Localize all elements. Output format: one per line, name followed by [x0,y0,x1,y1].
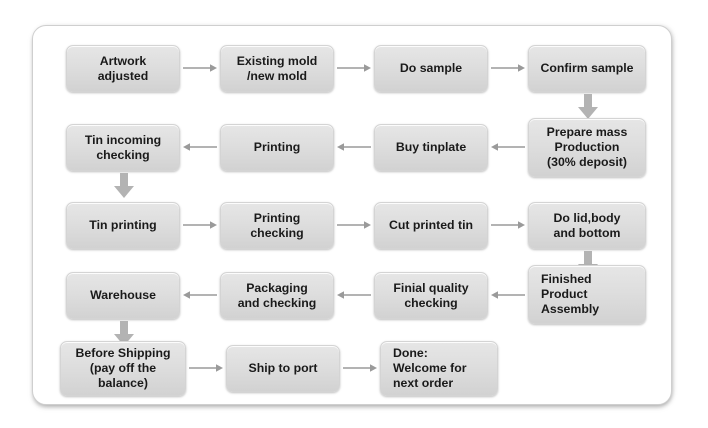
arrow-before-shipping-to-ship-to-port [189,362,223,374]
node-label: Confirm sample [540,61,634,75]
arrow-mold-to-do-sample [337,62,371,74]
node-printing[interactable]: Printing [220,124,334,171]
node-before-shipping[interactable]: Before Shipping (pay off the balance) [60,341,186,396]
node-label: Do lid,body and bottom [553,210,621,240]
node-label: Printing checking [250,210,304,240]
node-label: Printing [253,140,301,154]
node-packaging-and-checking[interactable]: Packaging and checking [220,272,334,319]
arrow-confirm-to-prepare-mass [577,94,599,120]
node-label: Artwork adjusted [97,53,149,83]
arrow-finished-product-to-finial-quality [491,289,525,301]
node-label: Before Shipping (pay off the balance) [75,346,171,390]
node-artwork-adjusted[interactable]: Artwork adjusted [66,45,180,92]
arrow-packaging-to-warehouse [183,289,217,301]
arrow-tin-incoming-to-tin-printing [113,173,135,199]
node-label: Cut printed tin [388,218,473,232]
node-do-sample[interactable]: Do sample [374,45,488,92]
arrow-cut-tin-to-do-lid [491,219,525,231]
node-ship-to-port[interactable]: Ship to port [226,345,340,392]
node-label: Warehouse [90,288,156,302]
arrow-tin-printing-to-printing-checking [183,219,217,231]
node-prepare-mass-production[interactable]: Prepare mass Production (30% deposit) [528,118,646,177]
arrow-prepare-mass-to-buy-tinplate [491,141,525,153]
node-label: Finished Product Assembly [541,272,600,316]
arrow-do-sample-to-confirm [491,62,525,74]
node-confirm-sample[interactable]: Confirm sample [528,45,646,92]
arrow-buy-tinplate-to-printing [337,141,371,153]
arrow-printing-to-tin-incoming [183,141,217,153]
node-label: Packaging and checking [237,280,317,310]
node-label: Buy tinplate [395,140,467,154]
node-label: Finial quality checking [393,280,469,310]
node-label: Do sample [399,61,463,75]
node-finished-product-assembly[interactable]: Finished Product Assembly [528,265,646,324]
node-existing-new-mold[interactable]: Existing mold /new mold [220,45,334,92]
node-label: Tin incoming checking [84,132,162,162]
node-label: Prepare mass Production (30% deposit) [546,125,628,169]
node-tin-incoming-checking[interactable]: Tin incoming checking [66,124,180,171]
arrow-artwork-to-mold [183,62,217,74]
node-do-lid-body-and-bottom[interactable]: Do lid,body and bottom [528,202,646,249]
node-done-welcome-next-order[interactable]: Done: Welcome for next order [380,341,498,396]
node-finial-quality-checking[interactable]: Finial quality checking [374,272,488,319]
node-buy-tinplate[interactable]: Buy tinplate [374,124,488,171]
node-cut-printed-tin[interactable]: Cut printed tin [374,202,488,249]
arrow-printing-checking-to-cut-tin [337,219,371,231]
node-warehouse[interactable]: Warehouse [66,272,180,319]
node-label: Tin printing [89,218,157,232]
node-label: Ship to port [248,361,318,375]
arrow-finial-quality-to-packaging [337,289,371,301]
node-printing-checking[interactable]: Printing checking [220,202,334,249]
arrow-warehouse-to-before-shipping [113,321,135,347]
node-tin-printing[interactable]: Tin printing [66,202,180,249]
arrow-ship-to-port-to-done [343,362,377,374]
node-label: Existing mold /new mold [236,53,318,83]
node-label: Done: Welcome for next order [393,346,467,390]
